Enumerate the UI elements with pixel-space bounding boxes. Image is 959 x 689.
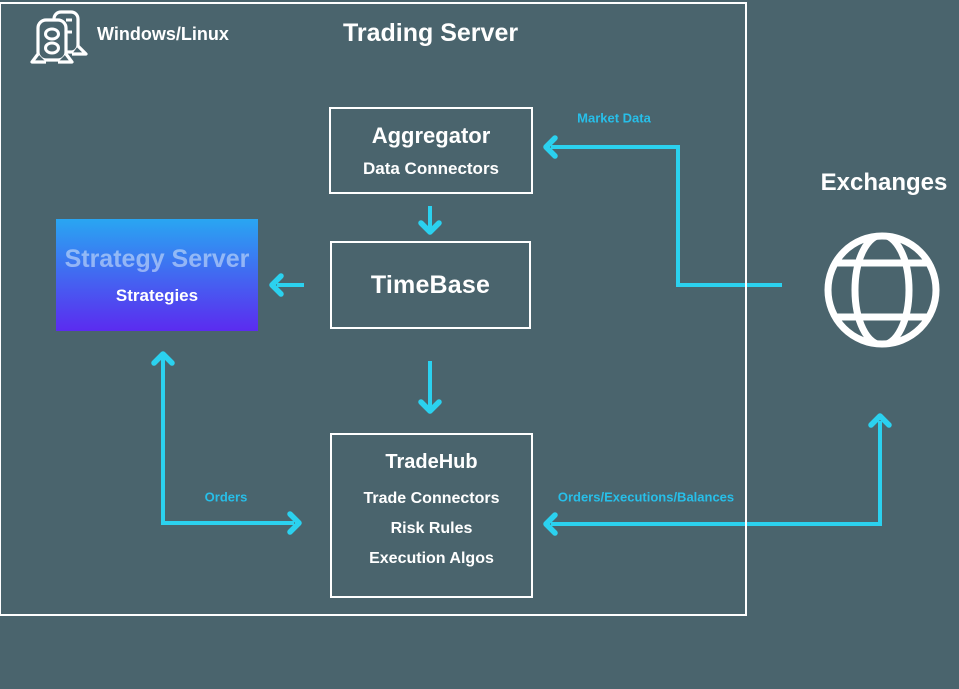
tradehub-item: Trade Connectors <box>363 490 500 507</box>
arrowhead-down-icon <box>418 399 442 414</box>
node-timebase: TimeBase <box>330 241 531 329</box>
arrowhead-left-icon <box>543 135 558 159</box>
globe-icon <box>822 230 942 355</box>
server-icon <box>28 6 90 71</box>
orders-executions-balances-label: Orders/Executions/Balances <box>557 489 735 505</box>
tradehub-item: Risk Rules <box>390 520 473 537</box>
exchanges-label: Exchanges <box>820 169 948 196</box>
tradehub-item: Execution Algos <box>369 550 494 567</box>
arrowhead-right-icon <box>287 511 302 535</box>
strategy-server-title: Strategy Server <box>64 244 250 273</box>
tradehub-title: TradeHub <box>385 451 478 473</box>
arrowhead-left-icon <box>269 273 284 297</box>
arrow-orders-executions-balances <box>551 421 882 526</box>
node-tradehub: TradeHub Trade Connectors Risk Rules Exe… <box>330 433 533 598</box>
arrowhead-left-icon <box>543 512 558 536</box>
arrowhead-down-icon <box>418 220 442 235</box>
platform-label: Windows/Linux <box>97 24 229 44</box>
arrowhead-up-icon <box>868 413 892 428</box>
trading-server-boundary <box>0 2 747 616</box>
trading-server-title: Trading Server <box>343 19 519 47</box>
arrow-market-data <box>551 145 782 287</box>
timebase-title: TimeBase <box>370 270 491 299</box>
node-aggregator: Aggregator Data Connectors <box>329 107 533 194</box>
strategy-server-subtitle: Strategies <box>115 285 199 305</box>
market-data-label: Market Data <box>577 110 651 126</box>
node-strategy-server: Strategy Server Strategies <box>56 219 258 331</box>
aggregator-subtitle: Data Connectors <box>362 158 500 178</box>
arrow-orders <box>161 358 294 525</box>
aggregator-title: Aggregator <box>371 122 491 148</box>
arrowhead-up-icon <box>151 351 175 366</box>
orders-label: Orders <box>204 489 248 505</box>
